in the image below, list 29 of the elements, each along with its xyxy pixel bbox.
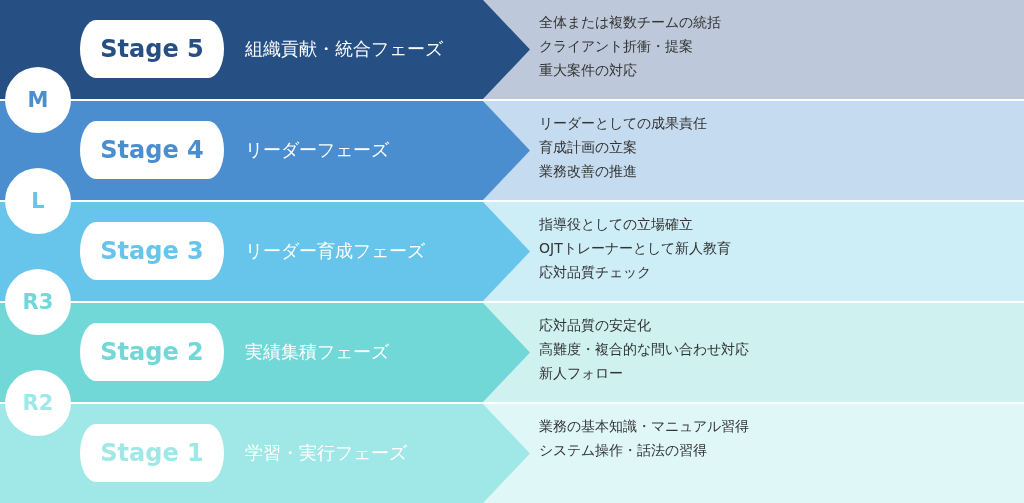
detail-panel <box>483 0 1024 99</box>
detail-item: 業務の基本知識・マニュアル習得 <box>539 417 749 436</box>
stage-pill: Stage 4 <box>80 121 224 179</box>
detail-item: 重大案件の対応 <box>539 61 637 80</box>
phase-title: 学習・実行フェーズ <box>245 441 407 465</box>
phase-title: リーダーフェーズ <box>245 138 389 162</box>
detail-panel <box>483 202 1024 301</box>
detail-item: 応対品質チェック <box>539 263 651 282</box>
detail-panel <box>483 303 1024 402</box>
detail-item: 業務改善の推進 <box>539 162 637 181</box>
detail-item: 育成計画の立案 <box>539 138 637 157</box>
detail-item: OJTトレーナーとして新人教育 <box>539 239 731 258</box>
detail-panel <box>483 101 1024 200</box>
detail-item: 応対品質の安定化 <box>539 316 651 335</box>
detail-item: 指導役としての立場確立 <box>539 215 693 234</box>
phase-title: リーダー育成フェーズ <box>245 239 425 263</box>
detail-item: システム操作・話法の習得 <box>539 441 707 460</box>
stage-pill: Stage 3 <box>80 222 224 280</box>
stage-pill: Stage 2 <box>80 323 224 381</box>
stage-pill: Stage 5 <box>80 20 224 78</box>
phase-title: 組織貢献・統合フェーズ <box>245 37 443 61</box>
phase-title: 実績集積フェーズ <box>245 340 389 364</box>
detail-item: 新人フォロー <box>539 364 623 383</box>
detail-item: リーダーとしての成果責任 <box>539 114 707 133</box>
detail-panel <box>483 404 1024 503</box>
detail-item: 高難度・複合的な問い合わせ対応 <box>539 340 749 359</box>
detail-item: クライアント折衝・提案 <box>539 37 693 56</box>
detail-item: 全体または複数チームの統括 <box>539 13 721 32</box>
stage-pill: Stage 1 <box>80 424 224 482</box>
